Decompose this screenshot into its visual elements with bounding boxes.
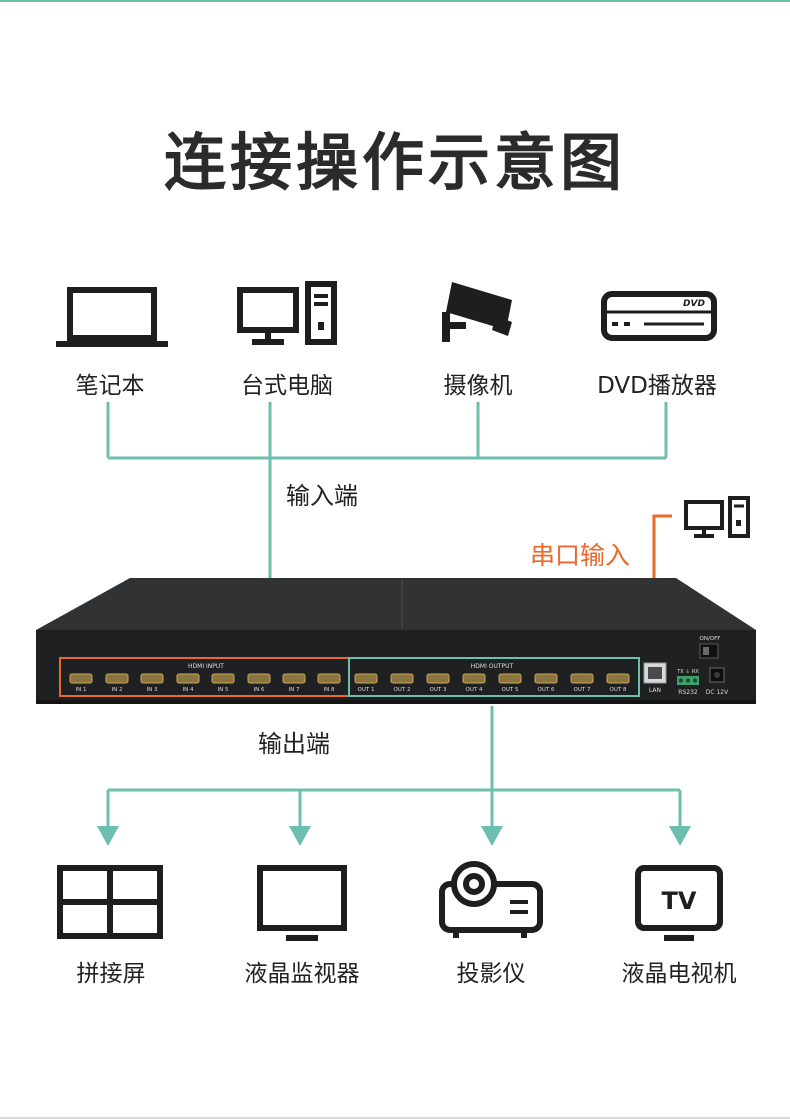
hdmi-port-out-1: OUT 1 xyxy=(354,673,378,693)
security-camera-icon xyxy=(442,282,512,342)
input-device-label-desktop: 台式电脑 xyxy=(241,373,333,399)
hdmi-port-out-6: OUT 6 xyxy=(534,673,558,693)
output-device-label-lcd-monitor: 液晶监视器 xyxy=(244,961,360,987)
laptop-icon xyxy=(56,287,168,347)
bottom-rule xyxy=(0,1117,790,1119)
hdmi-port-in-8: IN 8 xyxy=(317,673,341,693)
lan-label: LAN xyxy=(649,687,661,694)
hdmi-port-out-8: OUT 8 xyxy=(606,673,630,693)
tv-icon: TV xyxy=(635,865,723,941)
port-label: OUT 6 xyxy=(538,687,555,693)
txrx-label: TX ⏚ RX xyxy=(676,668,699,675)
desktop-computer-icon xyxy=(237,281,337,345)
hdmi-input-ports: IN 1 IN 2 IN 3 IN 4 IN 5 IN 6 IN 7 IN 8 xyxy=(69,673,341,693)
port-label: IN 7 xyxy=(289,687,300,693)
serial-input-label: 串口输入 xyxy=(530,541,631,570)
port-label: OUT 2 xyxy=(394,687,411,693)
hdmi-port-in-6: IN 6 xyxy=(247,673,271,693)
output-device-label-projector: 投影仪 xyxy=(456,961,526,987)
port-label: IN 4 xyxy=(183,687,194,693)
projector-icon xyxy=(439,861,543,938)
input-device-label-camera: 摄像机 xyxy=(443,373,513,399)
hdmi-port-in-1: IN 1 xyxy=(69,673,93,693)
hdmi-port-out-2: OUT 2 xyxy=(390,673,414,693)
port-label: OUT 4 xyxy=(466,687,483,693)
port-label: IN 1 xyxy=(76,687,87,693)
serial-desktop-icon xyxy=(684,496,750,538)
hdmi-port-in-7: IN 7 xyxy=(282,673,306,693)
output-arrow-heads xyxy=(97,826,691,846)
hdmi-output-title: HDMI OUTPUT xyxy=(471,663,514,670)
port-label: OUT 3 xyxy=(430,687,447,693)
dvd-player-icon: DVD xyxy=(601,291,717,341)
input-end-label: 输入端 xyxy=(286,482,358,510)
hdmi-port-out-5: OUT 5 xyxy=(498,673,522,693)
port-label: IN 3 xyxy=(147,687,158,693)
port-label: OUT 8 xyxy=(610,687,627,693)
port-label: OUT 1 xyxy=(358,687,375,693)
hdmi-port-in-2: IN 2 xyxy=(105,673,129,693)
hdmi-port-out-4: OUT 4 xyxy=(462,673,486,693)
dc-power-jack: DC 12V xyxy=(706,667,729,696)
rs232-label: RS232 xyxy=(678,689,698,696)
input-device-label-dvd: DVD播放器 xyxy=(597,373,717,399)
output-device-label-video-wall: 拼接屏 xyxy=(76,961,146,987)
top-rule xyxy=(0,0,790,2)
dvd-logo-text: DVD xyxy=(683,299,705,309)
hdmi-port-out-3: OUT 3 xyxy=(426,673,450,693)
port-label: IN 2 xyxy=(112,687,123,693)
input-device-label-laptop: 笔记本 xyxy=(75,373,145,399)
hdmi-port-in-5: IN 5 xyxy=(211,673,235,693)
hdmi-output-ports: OUT 1 OUT 2 OUT 3 OUT 4 OUT 5 OUT 6 OUT … xyxy=(354,673,630,693)
tv-logo-text: TV xyxy=(662,887,697,915)
video-wall-icon xyxy=(57,865,163,939)
port-label: IN 6 xyxy=(254,687,265,693)
lan-port: LAN xyxy=(643,662,667,694)
lcd-monitor-icon xyxy=(257,865,347,941)
power-switch-label: ON/OFF xyxy=(700,636,721,642)
page-title: 连接操作示意图 xyxy=(163,126,626,199)
matrix-switcher-device xyxy=(36,578,756,704)
hdmi-port-out-7: OUT 7 xyxy=(570,673,594,693)
hdmi-input-title: HDMI INPUT xyxy=(188,663,224,670)
output-connector-lines xyxy=(106,706,682,832)
output-end-label: 输出端 xyxy=(258,730,330,758)
port-label: IN 5 xyxy=(218,687,229,693)
rs232-terminal: TX ⏚ RX RS232 xyxy=(676,668,699,696)
output-device-label-tv: 液晶电视机 xyxy=(621,961,737,987)
power-switch: ON/OFF xyxy=(699,636,721,659)
hdmi-output-group xyxy=(348,657,640,697)
port-label: OUT 5 xyxy=(502,687,519,693)
port-label: OUT 7 xyxy=(574,687,591,693)
hdmi-port-in-4: IN 4 xyxy=(176,673,200,693)
dc-label: DC 12V xyxy=(706,689,729,696)
input-connector-lines xyxy=(106,402,668,600)
hdmi-port-in-3: IN 3 xyxy=(140,673,164,693)
port-label: IN 8 xyxy=(324,687,335,693)
